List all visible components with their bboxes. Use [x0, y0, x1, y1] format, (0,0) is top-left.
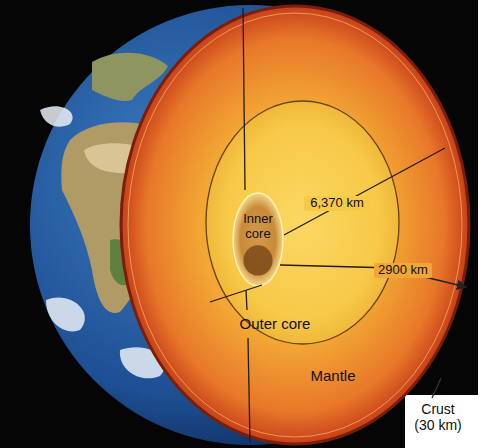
outer-core-region: Outer core Inner core: [205, 100, 400, 345]
dimension-label: 2900 km: [374, 263, 432, 278]
region-name: Mantle: [288, 367, 378, 384]
region-name: Outer core: [227, 315, 323, 332]
leader-line: [432, 378, 441, 398]
crust-label: Crust (30 km): [410, 401, 466, 433]
radius-label: 6,370 km: [304, 196, 370, 211]
inner-core-region: Inner core: [232, 192, 284, 287]
region-name: Inner core: [232, 212, 284, 242]
globe-ocean: [30, 5, 470, 445]
mantle-region: Mantle Outer core Inner core: [120, 5, 470, 445]
